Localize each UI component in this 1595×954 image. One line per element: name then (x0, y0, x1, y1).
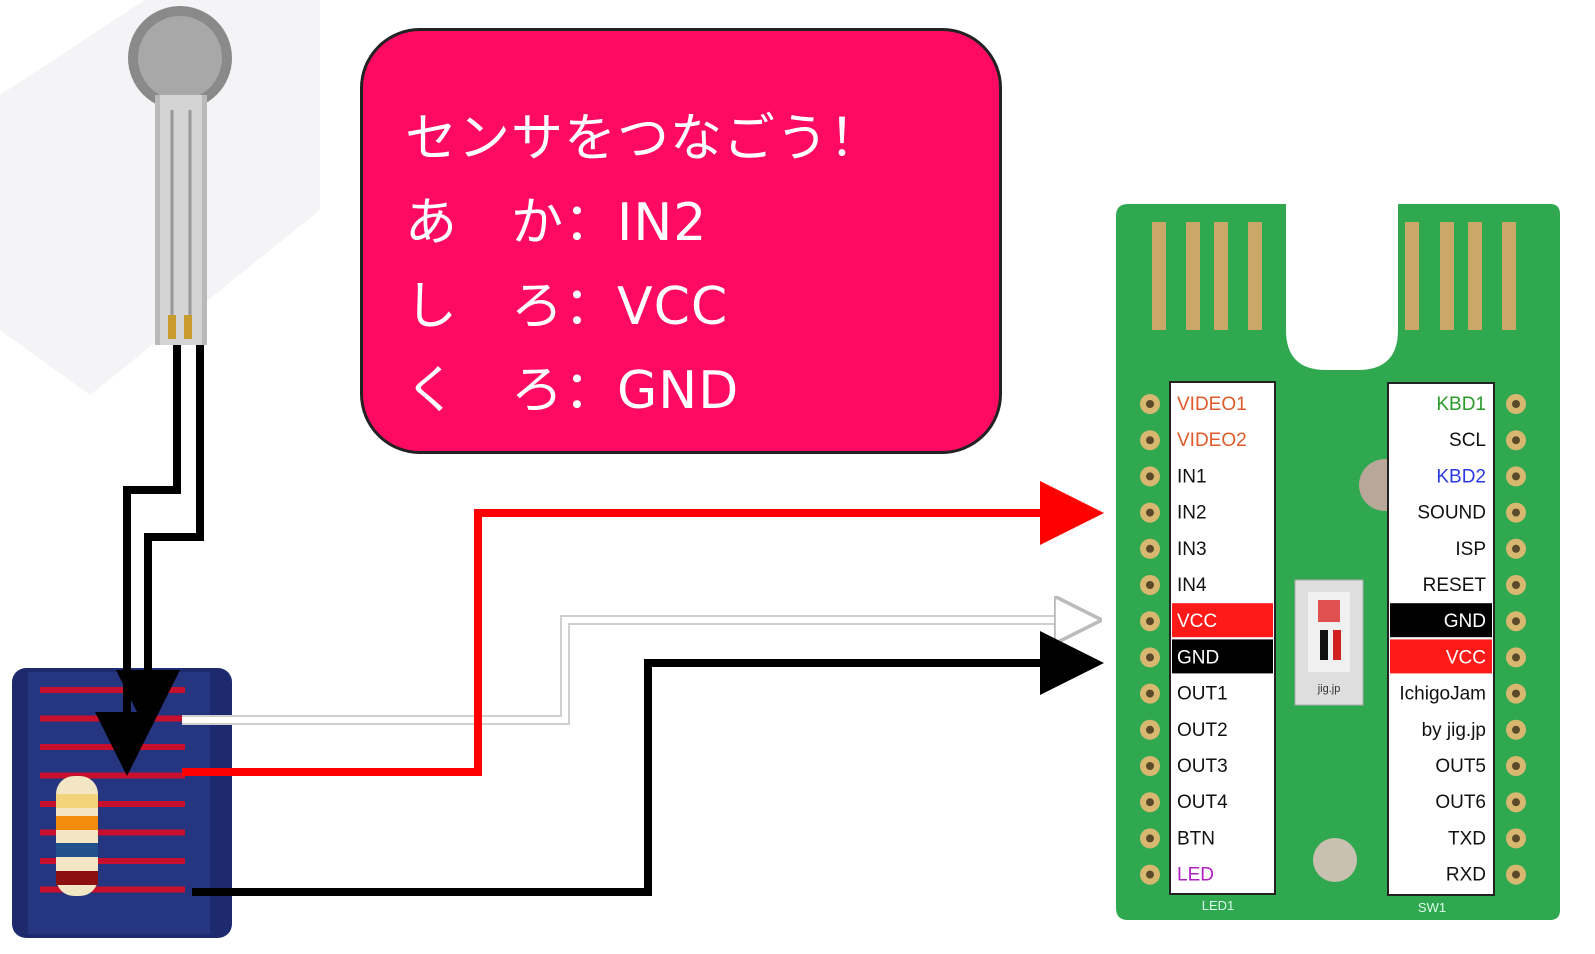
sensor-leads (95, 345, 204, 776)
header-pad-hole (1512, 725, 1520, 734)
pin-label: TXD (1448, 828, 1486, 849)
pin-label: GND (1177, 647, 1219, 668)
pin-label: VIDEO1 (1177, 394, 1247, 415)
force-sensor (0, 0, 320, 395)
breadboard-row (40, 744, 185, 750)
wire-white-vcc (182, 620, 1090, 725)
pin-label: VIDEO2 (1177, 430, 1247, 451)
edge-connector-finger (1440, 222, 1454, 330)
breadboard-row (40, 687, 185, 693)
edge-connector-finger (1405, 222, 1419, 330)
pin-label: IN2 (1177, 503, 1207, 524)
header-pad-hole (1146, 508, 1154, 517)
header-pad-hole (1512, 472, 1520, 481)
pin-label: OUT6 (1435, 792, 1486, 813)
breadboard-row (40, 715, 185, 722)
breadboard (12, 668, 232, 938)
header-pad-hole (1512, 617, 1520, 626)
pin-label: BTN (1177, 828, 1215, 849)
pin-label: IN1 (1177, 466, 1207, 487)
callout-line-white: し ろ：VCC (405, 277, 729, 337)
pin-label: LED (1177, 865, 1214, 886)
silk-label-led1: LED1 (1202, 898, 1235, 913)
header-pad-hole (1146, 689, 1154, 698)
pin-label: by jig.jp (1422, 720, 1486, 741)
pin-label: SOUND (1417, 503, 1486, 524)
pin-label: KBD2 (1436, 466, 1486, 487)
breadboard-row (40, 772, 185, 779)
header-pad-hole (1146, 653, 1154, 662)
pin-label: OUT4 (1177, 792, 1228, 813)
header-pad-hole (1512, 870, 1520, 879)
pin-highlight (1172, 639, 1273, 674)
breadboard-row (40, 886, 185, 893)
pin-label: KBD1 (1436, 394, 1486, 415)
pin-label: IchigoJam (1399, 684, 1486, 705)
header-pad-hole (1512, 544, 1520, 553)
breadboard-row (40, 829, 185, 836)
header-pad-hole (1512, 689, 1520, 698)
pin-label: OUT3 (1177, 756, 1228, 777)
pin-label: VCC (1177, 611, 1217, 632)
header-pad-hole (1146, 762, 1154, 770)
breadboard-row (40, 801, 185, 807)
pin-label: OUT1 (1177, 684, 1228, 705)
pin-highlight (1390, 639, 1492, 674)
pin-label: OUT2 (1177, 720, 1228, 741)
callout-title: センサをつなごう！ (405, 109, 883, 169)
header-pad-hole (1512, 762, 1520, 770)
pin-label: ISP (1455, 539, 1486, 560)
header-pad-hole (1512, 400, 1520, 408)
wire-black-gnd (192, 631, 1104, 896)
pin-label: GND (1444, 611, 1486, 632)
pin-label: RESET (1423, 575, 1487, 596)
chip-label: jig.jp (1317, 683, 1341, 695)
header-pad-hole (1146, 581, 1154, 589)
pin-label: OUT5 (1435, 756, 1486, 777)
callout-line-black: く ろ：GND (405, 361, 740, 421)
callout-line-red: あ か：IN2 (405, 193, 708, 253)
pin-label: IN4 (1177, 575, 1207, 596)
ichigojam-board: jig.jp LED1 SW1 VIDEO1VIDEO2IN1IN2IN3IN4… (1116, 204, 1560, 920)
edge-connector-finger (1214, 222, 1228, 330)
header-pad-hole (1512, 834, 1520, 843)
header-pad-hole (1146, 725, 1154, 734)
edge-connector-finger (1468, 222, 1482, 330)
edge-connector-finger (1248, 222, 1262, 330)
header-pad-hole (1512, 798, 1520, 807)
header-pad-hole (1146, 870, 1154, 879)
wire-red-in2 (182, 481, 1104, 776)
header-pad-hole (1146, 472, 1154, 481)
pin-highlight (1172, 603, 1273, 638)
header-pad-hole (1512, 436, 1520, 445)
header-pad-hole (1146, 544, 1154, 553)
pin-label: RXD (1446, 865, 1486, 886)
pin-label: SCL (1449, 430, 1486, 451)
instruction-callout: センサをつなごう！ あ か：IN2 し ろ：VCC く ろ：GND (360, 28, 1002, 454)
header-pad-hole (1146, 798, 1154, 807)
resistor (56, 776, 98, 896)
header-pad-hole (1512, 581, 1520, 589)
header-pad-hole (1512, 653, 1520, 662)
silk-label-sw1: SW1 (1418, 900, 1446, 915)
header-pad-hole (1146, 834, 1154, 843)
edge-connector-finger (1502, 222, 1516, 330)
header-pad-hole (1146, 617, 1154, 626)
header-pad-hole (1146, 400, 1154, 408)
edge-connector-finger (1186, 222, 1200, 330)
breadboard-row (40, 858, 185, 864)
pin-highlight (1390, 603, 1492, 638)
edge-connector-finger (1152, 222, 1166, 330)
pin-label: IN3 (1177, 539, 1207, 560)
header-pad-hole (1512, 508, 1520, 517)
header-pad-hole (1146, 436, 1154, 445)
pin-label: VCC (1446, 647, 1486, 668)
